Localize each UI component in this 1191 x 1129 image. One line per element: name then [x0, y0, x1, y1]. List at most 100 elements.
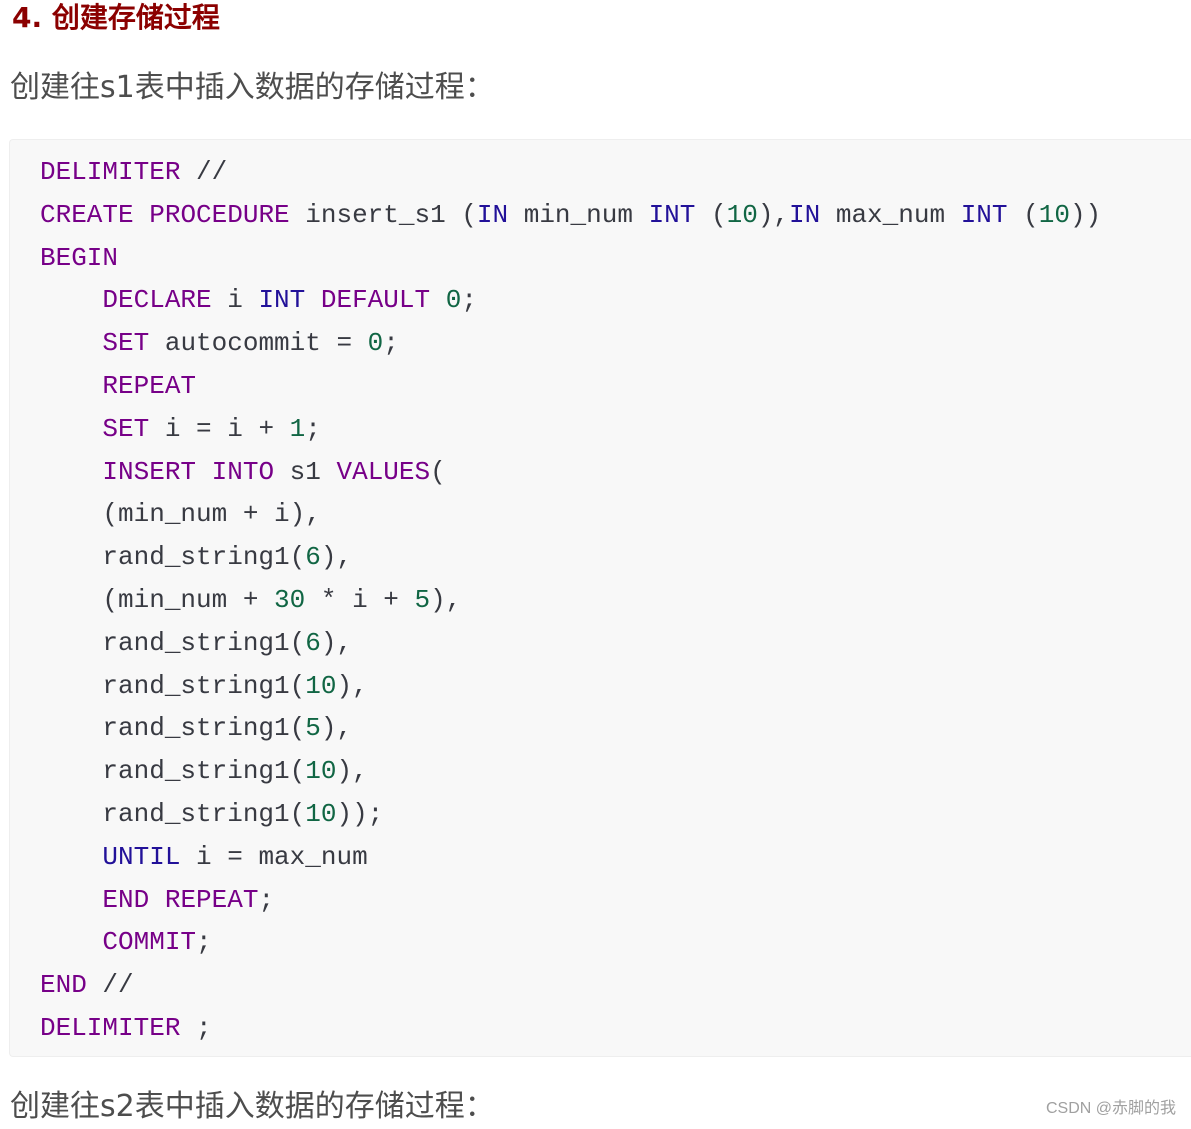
- code-token-num: 10: [305, 798, 337, 829]
- code-token-kw: REPEAT: [164, 884, 259, 915]
- code-token: rand_string1(: [40, 756, 306, 787]
- code-line: DELIMITER ;: [40, 1007, 1191, 1050]
- code-token: i: [211, 285, 259, 316]
- code-token-typ: INT: [258, 285, 306, 316]
- code-token-typ: IN: [789, 199, 821, 230]
- code-token: [149, 885, 165, 915]
- code-line: COMMIT;: [40, 921, 1191, 964]
- code-token: [40, 885, 102, 915]
- code-line: DECLARE i INT DEFAULT 0;: [40, 279, 1191, 322]
- code-token: ),: [320, 627, 353, 658]
- code-token: (: [430, 456, 446, 487]
- code-line: rand_string1(6),: [40, 536, 1191, 579]
- code-token: s1: [274, 456, 337, 487]
- code-token: [305, 285, 321, 315]
- code-token-kw: DEFAULT: [320, 285, 431, 316]
- code-token: (: [1007, 199, 1039, 230]
- code-token-num: 30: [274, 584, 306, 615]
- code-line: rand_string1(5),: [40, 707, 1191, 750]
- code-token-num: 5: [414, 584, 431, 615]
- code-token-num: 10: [305, 756, 337, 787]
- code-token: max_num: [820, 199, 961, 230]
- code-token: ),: [757, 199, 790, 230]
- code-token-kw: DECLARE: [102, 285, 212, 316]
- code-token: ;: [196, 927, 212, 958]
- code-token: rand_string1(: [40, 627, 306, 658]
- code-token-kw: END: [102, 884, 150, 915]
- code-line: REPEAT: [40, 365, 1191, 408]
- code-token: i = i +: [149, 413, 290, 444]
- code-token-num: 5: [305, 713, 321, 744]
- code-token-kw: COMMIT: [102, 927, 197, 958]
- code-token: (: [695, 199, 727, 230]
- code-token: (min_num +: [40, 584, 275, 615]
- code-token: ),: [336, 670, 368, 701]
- code-token: //: [86, 970, 134, 1001]
- code-line: INSERT INTO s1 VALUES(: [40, 451, 1191, 494]
- code-line: END REPEAT;: [40, 879, 1191, 922]
- code-token: i = max_num: [180, 841, 368, 872]
- code-token-kw: INTO: [211, 456, 275, 487]
- code-token: ;: [461, 285, 477, 316]
- code-token-typ: UNTIL: [102, 841, 181, 872]
- code-token-typ: INT: [648, 199, 696, 230]
- intro-paragraph-s2: 创建往s2表中插入数据的存储过程：: [10, 1089, 495, 1124]
- code-line: END //: [40, 964, 1191, 1007]
- code-block[interactable]: DELIMITER //CREATE PROCEDURE insert_s1 (…: [9, 139, 1191, 1057]
- code-line: rand_string1(10),: [40, 750, 1191, 793]
- code-line: CREATE PROCEDURE insert_s1 (IN min_num I…: [40, 194, 1191, 237]
- code-token-kw: END: [40, 970, 87, 1001]
- csdn-watermark: CSDN @赤脚的我: [1045, 1100, 1176, 1117]
- code-token: min_num: [508, 199, 649, 230]
- code-line: SET i = i + 1;: [40, 408, 1191, 451]
- code-token: rand_string1(: [40, 670, 306, 701]
- code-token: ),: [320, 542, 353, 573]
- code-token: [40, 927, 102, 957]
- code-token: rand_string1(: [40, 713, 306, 744]
- code-line: BEGIN: [40, 237, 1191, 280]
- code-token: )): [1069, 199, 1102, 230]
- code-token: [196, 457, 212, 487]
- code-token-typ: INT: [960, 199, 1008, 230]
- code-token: rand_string1(: [40, 798, 306, 829]
- code-token-kw: CREATE: [40, 199, 134, 230]
- code-line: (min_num + i),: [40, 493, 1191, 536]
- code-token: [134, 200, 150, 230]
- code-token: [430, 285, 446, 315]
- code-token: rand_string1(: [40, 542, 306, 573]
- code-token: ));: [336, 798, 384, 829]
- code-token: [40, 457, 102, 487]
- code-token-typ: IN: [476, 199, 509, 230]
- code-token: * i +: [305, 584, 415, 615]
- code-line: DELIMITER //: [40, 151, 1191, 194]
- section-heading: 4. 创建存储过程: [12, 1, 220, 34]
- code-token-kw: SET: [102, 328, 150, 359]
- code-line: rand_string1(10));: [40, 793, 1191, 836]
- code-token: [40, 842, 102, 872]
- code-token: ;: [305, 413, 321, 444]
- code-token: [40, 328, 102, 358]
- code-token: ),: [336, 756, 368, 787]
- code-token: [40, 414, 102, 444]
- intro-paragraph-s1: 创建往s1表中插入数据的存储过程：: [10, 70, 495, 105]
- code-token: autocommit =: [149, 328, 368, 359]
- code-line: rand_string1(10),: [40, 665, 1191, 708]
- code-token: [40, 285, 102, 315]
- code-token-kw: SET: [102, 413, 150, 444]
- code-token-num: 10: [726, 199, 758, 230]
- code-token-kw: BEGIN: [40, 242, 119, 273]
- code-line: (min_num + 30 * i + 5),: [40, 579, 1191, 622]
- code-line: UNTIL i = max_num: [40, 836, 1191, 879]
- code-token-kw: INSERT: [102, 456, 197, 487]
- code-token-num: 6: [305, 542, 321, 573]
- code-token-num: 0: [445, 285, 462, 316]
- code-content[interactable]: DELIMITER //CREATE PROCEDURE insert_s1 (…: [10, 140, 1191, 1050]
- code-token-num: 10: [305, 670, 337, 701]
- code-token-kw: DELIMITER: [40, 157, 181, 187]
- code-token: ),: [320, 713, 353, 744]
- code-line: SET autocommit = 0;: [40, 322, 1191, 365]
- code-token-kw: REPEAT: [102, 370, 197, 401]
- code-token-kw: VALUES: [336, 456, 431, 487]
- code-lines: DELIMITER //CREATE PROCEDURE insert_s1 (…: [40, 151, 1191, 1050]
- code-token-num: 1: [289, 413, 306, 444]
